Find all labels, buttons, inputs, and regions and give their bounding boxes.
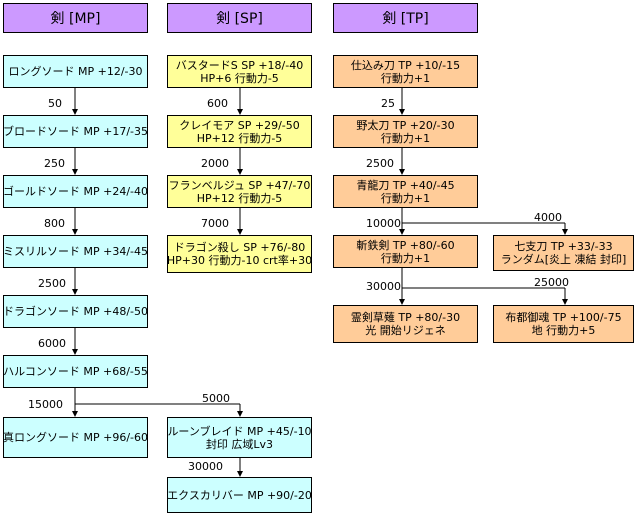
node-dragon-sword: ドラゴンソード MP +48/-50 [3,295,148,328]
node-sublabel: 行動力+1 [380,71,431,85]
node-claymore: クレイモア SP +29/-50 HP+12 行動力-5 [167,115,312,148]
node-label: クレイモア SP +29/-50 [179,118,300,132]
node-label: ブロードソード MP +17/-35 [3,125,149,138]
node-label: バスタードS SP +18/-40 [175,58,304,72]
node-label: ロングソード MP +12/-30 [8,65,143,78]
node-futsu-no-mitama: 布都御魂 TP +100/-75 地 行動力+5 [493,305,634,343]
cost-label: 10000 [366,217,401,230]
cost-label: 25000 [534,276,569,289]
cost-label: 30000 [188,460,223,473]
node-label: 仕込み刀 TP +10/-15 [350,58,461,72]
cost-label: 250 [44,157,65,170]
header-sp: 剣 [SP] [167,3,312,33]
node-bastard-sword: バスタードS SP +18/-40 HP+6 行動力-5 [167,55,312,88]
cost-label: 15000 [28,398,63,411]
cost-label: 25 [381,97,395,110]
header-tp: 剣 [TP] [333,3,478,33]
node-true-long-sword: 真ロングソード MP +96/-60 [3,417,148,458]
node-shikomi-katana: 仕込み刀 TP +10/-15 行動力+1 [333,55,478,88]
cost-label: 2500 [38,277,66,290]
cost-label: 2000 [201,157,229,170]
node-mithril-sword: ミスリルソード MP +34/-45 [3,235,148,268]
node-sublabel: 地 行動力+5 [531,324,596,337]
cost-label: 4000 [534,211,562,224]
node-sublabel: 封印 広域Lv3 [205,437,274,451]
node-sublabel: 行動力+1 [380,131,431,145]
cost-label: 2500 [366,157,394,170]
node-label: ドラゴンソード MP +48/-50 [3,305,149,318]
node-sublabel: 行動力+1 [380,251,431,265]
node-label: 布都御魂 TP +100/-75 [505,311,622,324]
node-sublabel: HP+12 行動力-5 [196,191,283,205]
node-shichishito: 七支刀 TP +33/-33 ランダム[炎上 凍結 封印] [493,235,634,271]
node-zantetsuken: 斬鉄剣 TP +80/-60 行動力+1 [333,235,478,268]
node-label: 真ロングソード MP +96/-60 [3,431,149,444]
node-label: ルーンブレイド MP +45/-10 [167,424,312,438]
node-flamberge: フランベルジュ SP +47/-70 HP+12 行動力-5 [167,175,312,208]
node-sublabel: HP+12 行動力-5 [196,131,283,145]
node-rune-blade: ルーンブレイド MP +45/-10 封印 広域Lv3 [167,417,312,458]
node-gold-sword: ゴールドソード MP +24/-40 [3,175,148,208]
cost-label: 6000 [38,337,66,350]
node-broad-sword: ブロードソード MP +17/-35 [3,115,148,148]
node-label: ゴールドソード MP +24/-40 [3,185,149,198]
node-label: ドラゴン殺し SP +76/-80 [173,241,306,254]
node-sublabel: HP+30 行動力-10 crt率+30 [166,254,313,267]
cost-label: 5000 [202,392,230,405]
node-halcon-sword: ハルコンソード MP +68/-55 [3,355,148,388]
node-dragon-slayer: ドラゴン殺し SP +76/-80 HP+30 行動力-10 crt率+30 [167,235,312,273]
node-sublabel: 行動力+1 [380,191,431,205]
node-label: ハルコンソード MP +68/-55 [3,365,148,378]
node-long-sword: ロングソード MP +12/-30 [3,55,148,88]
cost-label: 600 [207,97,228,110]
cost-label: 7000 [201,217,229,230]
header-mp: 剣 [MP] [3,3,148,33]
cost-label: 30000 [366,280,401,293]
node-label: 霊剣草薙 TP +80/-30 [350,311,461,324]
cost-label: 50 [48,97,62,110]
node-label: 野太刀 TP +20/-30 [356,118,455,132]
cost-label: 800 [44,217,65,230]
node-nodachi: 野太刀 TP +20/-30 行動力+1 [333,115,478,148]
node-seiryuto: 青龍刀 TP +40/-45 行動力+1 [333,175,478,208]
node-sublabel: HP+6 行動力-5 [200,71,279,85]
node-sublabel: ランダム[炎上 凍結 封印] [500,253,627,266]
node-label: ミスリルソード MP +34/-45 [3,245,149,258]
node-reiken-kusanagi: 霊剣草薙 TP +80/-30 光 開始リジェネ [333,305,478,343]
node-excalibur: エクスカリバー MP +90/-20 [167,477,312,513]
node-label: 斬鉄剣 TP +80/-60 [356,238,455,252]
node-label: フランベルジュ SP +47/-70 [168,178,311,192]
node-label: エクスカリバー MP +90/-20 [167,488,312,502]
node-label: 青龍刀 TP +40/-45 [356,178,455,192]
node-label: 七支刀 TP +33/-33 [514,240,613,253]
node-sublabel: 光 開始リジェネ [365,324,446,337]
